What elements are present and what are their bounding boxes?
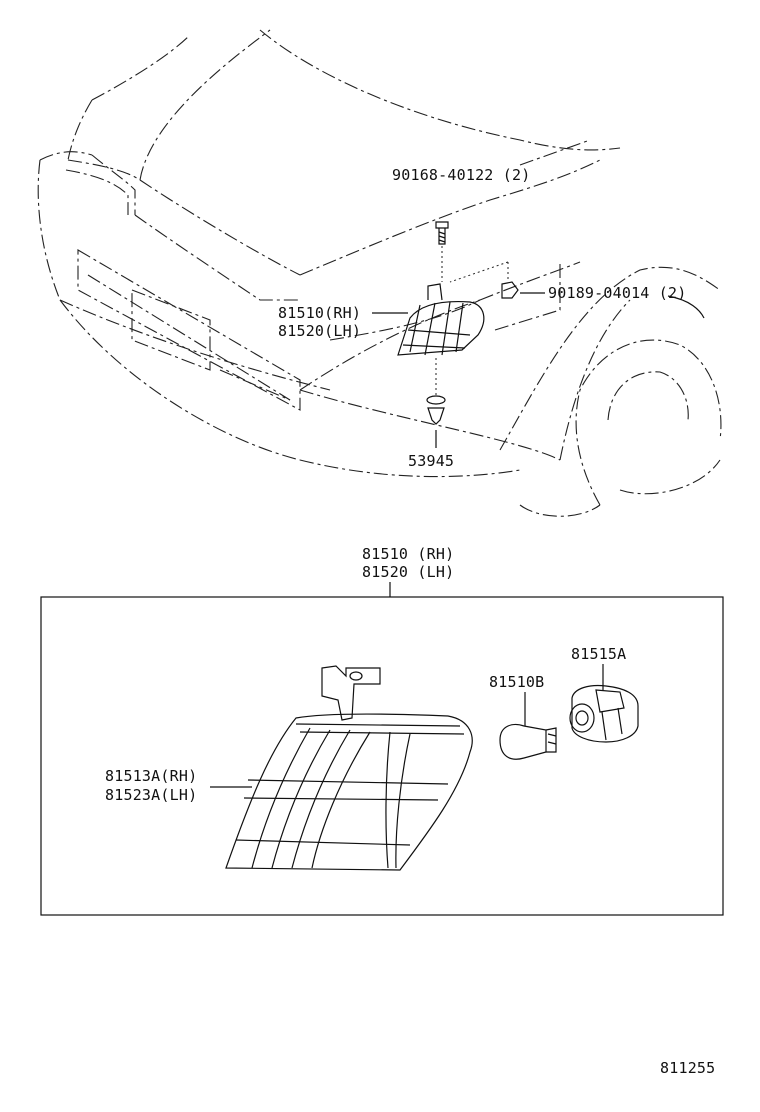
screw-icon [435,221,449,282]
assembly-rh-part-number: 81510 (RH) [362,545,454,563]
clip-part-number: 53945 [408,452,454,470]
clip-icon [426,358,446,425]
nut-icon [449,261,519,299]
socket-part-number: 81515A [571,645,626,663]
bulb-icon [499,723,557,760]
socket-icon [569,684,639,743]
lens-rh-part-number: 81513A(RH) [105,767,197,785]
lens-lh-part-number: 81523A(LH) [105,786,197,804]
detail-box [40,596,724,916]
lamp-lh-part-number: 81520(LH) [278,322,361,340]
car-body-outline [37,29,722,517]
lamp-rh-part-number: 81510(RH) [278,304,361,322]
bulb-part-number: 81510B [489,673,544,691]
screw-part-number: 90168-40122 (2) [392,166,530,184]
lamp-lens-detail [225,665,473,871]
assembly-lh-part-number: 81520 (LH) [362,563,454,581]
leader-line [667,295,705,319]
nut-part-number: 90189-04014 (2) [548,284,686,302]
corner-lamp-installed [397,283,485,356]
figure-id: 811255 [660,1059,715,1077]
